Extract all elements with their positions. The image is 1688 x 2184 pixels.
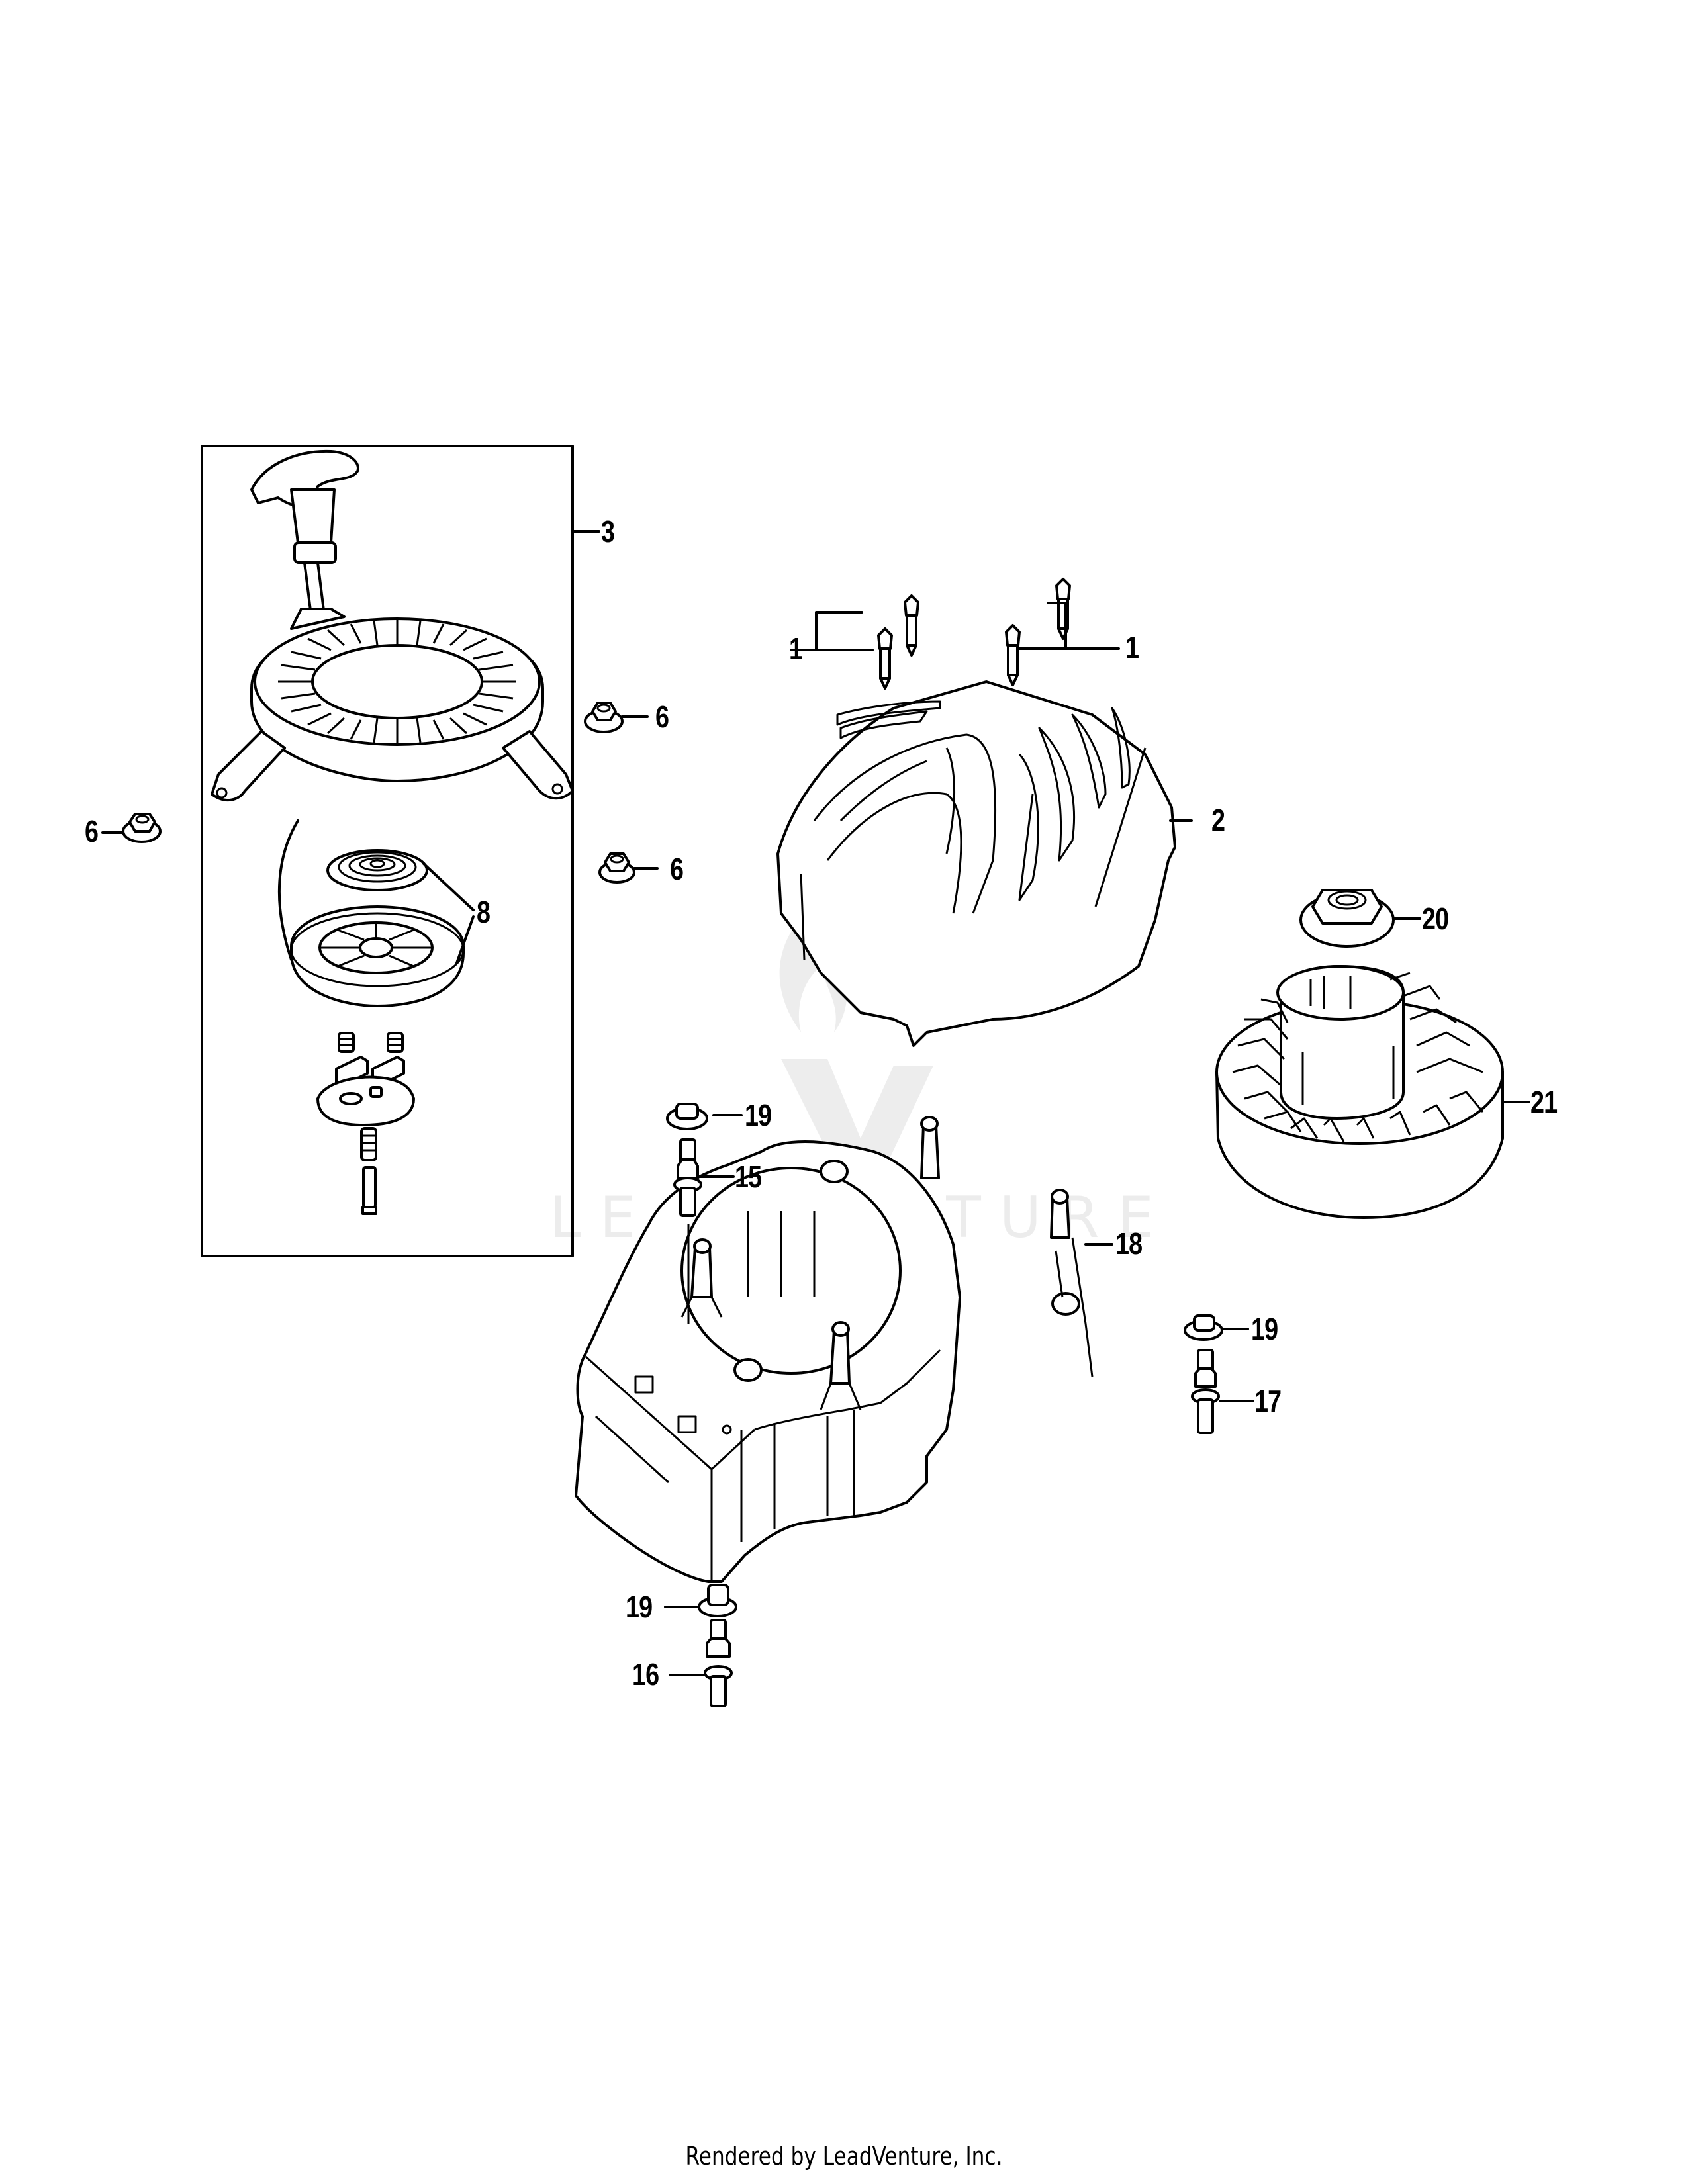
- stud-icon: [673, 1138, 702, 1217]
- callout-20: 20: [1422, 901, 1449, 936]
- callout-6-upper: 6: [655, 700, 669, 734]
- center-spring-icon: [360, 1127, 377, 1215]
- starter-handle-icon: [250, 449, 359, 617]
- recoil-spring-icon: [326, 849, 428, 891]
- flange-nut-icon: [1184, 1314, 1223, 1341]
- callout-6-left: 6: [85, 814, 99, 848]
- recoil-assembly-box: [201, 445, 574, 1257]
- recoil-pulley-icon: [290, 905, 465, 1007]
- screw-icon: [904, 594, 919, 657]
- callout-2: 2: [1211, 803, 1225, 837]
- shroud-cover-icon: [776, 680, 1176, 1047]
- callout-19-upper: 19: [745, 1098, 772, 1132]
- flange-nut-icon: [698, 1584, 737, 1617]
- flange-nut-icon: [584, 702, 624, 733]
- screw-icon: [1055, 578, 1071, 640]
- callout-19-right: 19: [1251, 1312, 1278, 1346]
- callout-1-left: 1: [789, 631, 803, 666]
- callout-18: 18: [1115, 1226, 1143, 1261]
- callout-8: 8: [477, 895, 491, 929]
- cam-plate-icon: [316, 1075, 415, 1126]
- callout-19-bottom: 19: [626, 1590, 653, 1624]
- callout-16: 16: [632, 1657, 659, 1692]
- flange-nut-icon: [122, 813, 162, 843]
- callout-6-lower: 6: [670, 852, 684, 886]
- flange-nut-icon: [598, 852, 635, 884]
- stud-icon: [704, 1619, 733, 1707]
- footer-credit: Rendered by LeadVenture, Inc.: [685, 2142, 1003, 2171]
- callout-3: 3: [601, 514, 615, 549]
- callout-21: 21: [1530, 1085, 1558, 1119]
- stud-icon: [1191, 1349, 1220, 1434]
- starter-housing-icon: [211, 608, 574, 801]
- screw-icon: [877, 627, 893, 690]
- callout-17: 17: [1254, 1384, 1282, 1418]
- screw-icon: [1005, 624, 1021, 686]
- callout-15: 15: [735, 1160, 762, 1194]
- flywheel-nut-icon: [1299, 889, 1395, 948]
- flywheel-icon: [1215, 965, 1504, 1219]
- pawl-spring-icon: [338, 1032, 404, 1053]
- flange-nut-icon: [666, 1103, 708, 1130]
- callout-1-right: 1: [1125, 630, 1139, 664]
- blower-housing-icon: [575, 1116, 1094, 1583]
